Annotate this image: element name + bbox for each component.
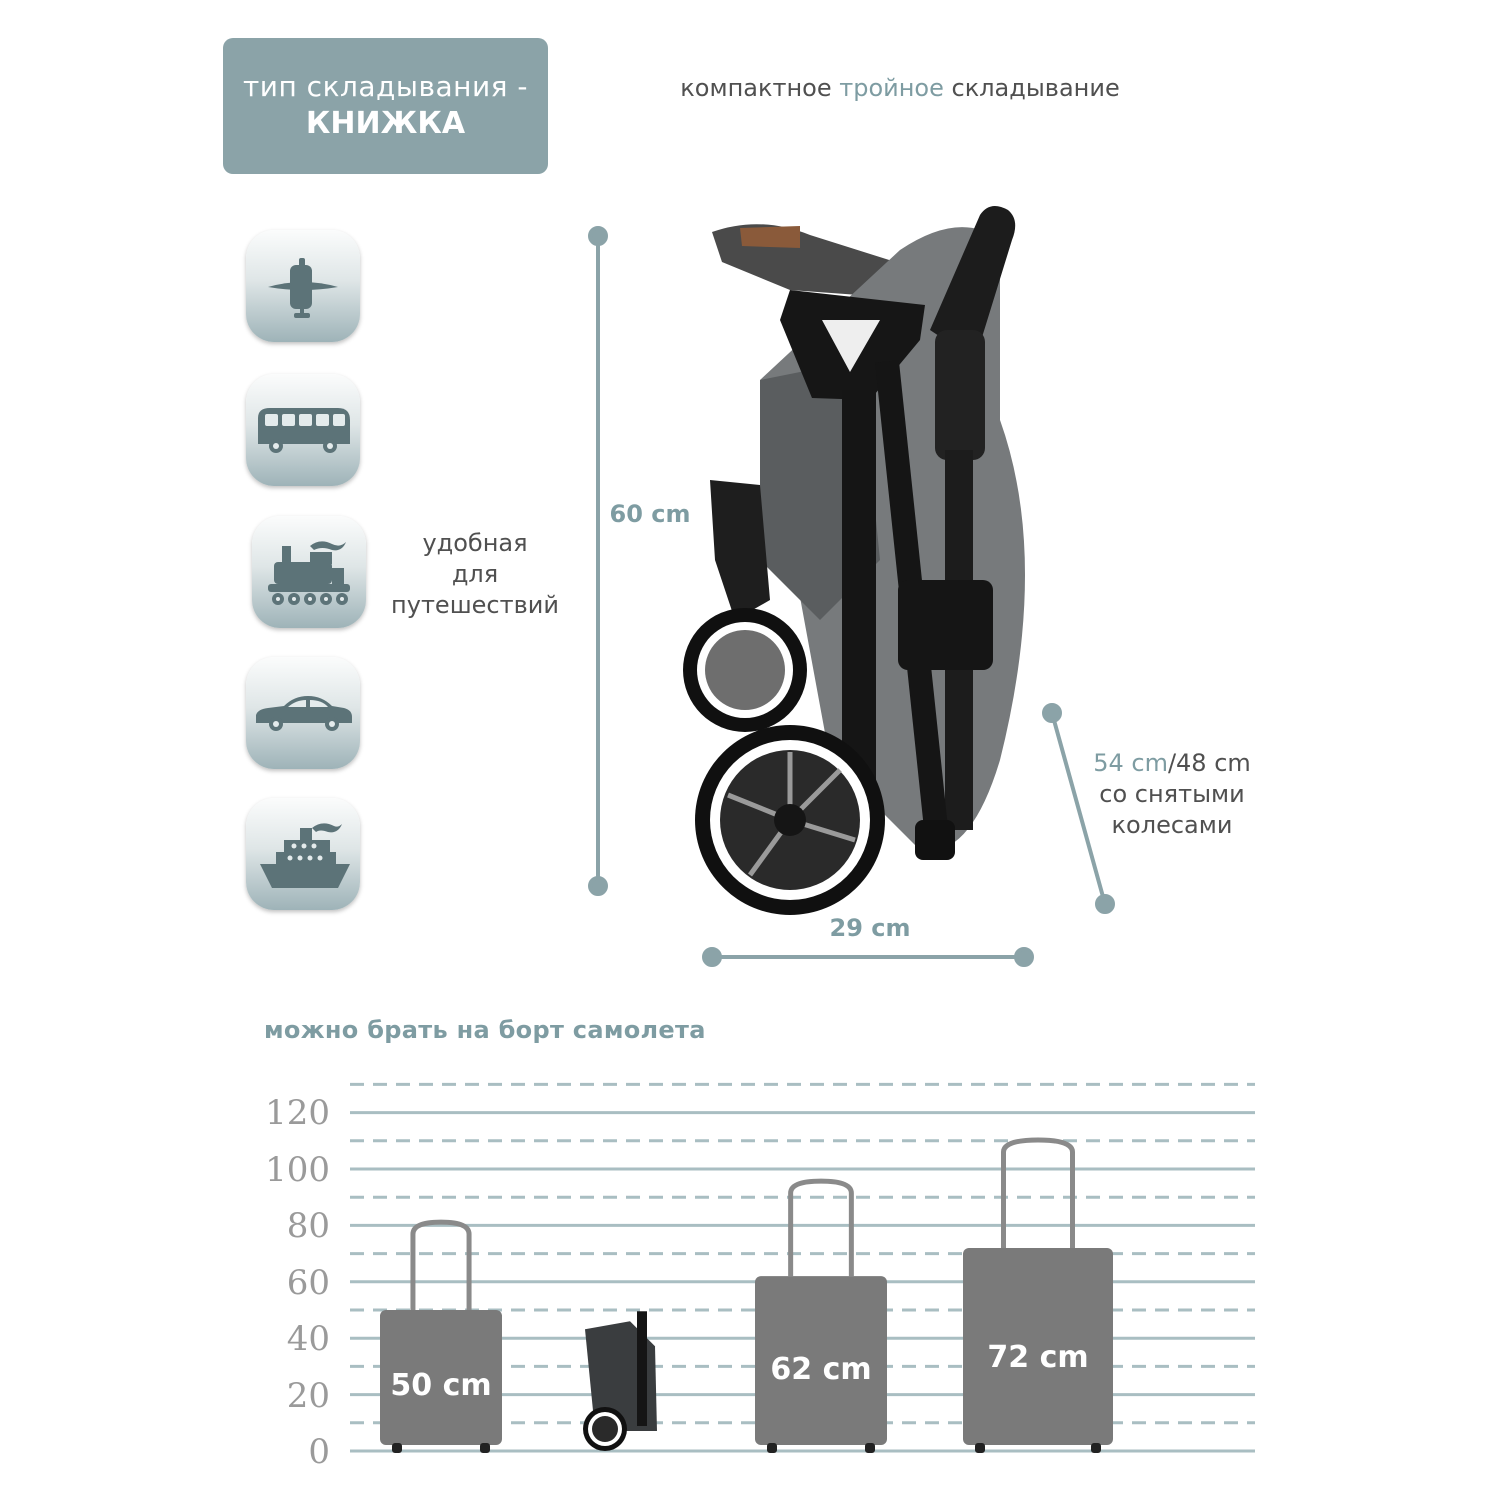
y-tick-80: 80 [286, 1206, 330, 1246]
case-body [755, 1276, 887, 1445]
height-dimension-line [588, 226, 608, 896]
y-tick-60: 60 [286, 1263, 330, 1303]
mini-stroller-mark [583, 1311, 657, 1451]
width-label: 29 cm [829, 914, 911, 942]
travel-text-line3: путешествий [391, 591, 559, 619]
y-tick-40: 40 [286, 1319, 330, 1359]
fold-type-line2: КНИЖКА [305, 106, 466, 141]
tagline-before: компактное [680, 74, 832, 102]
case-wheel [865, 1443, 875, 1453]
tagline-after: складывание [951, 74, 1120, 102]
depth-alt: /48 cm [1167, 749, 1251, 777]
fold-type-badge: тип складывания - КНИЖКА [223, 38, 548, 174]
fold-type-line1: тип складывания - [242, 70, 529, 103]
depth-note-line1: со снятыми [1099, 780, 1245, 808]
case-label-72: 72 cm [987, 1339, 1089, 1375]
case-wheel [392, 1443, 402, 1453]
case-body [380, 1310, 502, 1445]
case-handle [1001, 1137, 1075, 1248]
case-wheel [767, 1443, 777, 1453]
case-handle [410, 1219, 472, 1310]
depth-note-line2: колесами [1111, 811, 1233, 839]
case-body [963, 1247, 1113, 1445]
y-tick-0: 0 [308, 1432, 330, 1472]
tagline-accent: тройное [839, 74, 944, 102]
travel-text: удобная для путешествий [380, 528, 570, 621]
height-label: 60 cm [609, 500, 691, 528]
case-label-50: 50 cm [390, 1367, 492, 1403]
case-wheel [1091, 1443, 1101, 1453]
depth-label: 54 cm/48 cm со снятыми колесами [1082, 748, 1262, 841]
travel-text-line1: удобная [422, 529, 528, 557]
y-tick-120: 120 [265, 1093, 330, 1133]
case-wheel [480, 1443, 490, 1453]
folded-stroller-image [683, 206, 1025, 915]
board-title: можно брать на борт самолета [264, 1016, 706, 1044]
stroller-dimension-figure [588, 206, 1115, 967]
travel-text-line2: для [451, 560, 499, 588]
case-label-62: 62 cm [770, 1352, 872, 1388]
depth-dimension-line [1042, 703, 1115, 914]
tagline: компактное тройное складывание [560, 74, 1240, 102]
car-icon [246, 657, 360, 769]
ship-icon [246, 798, 360, 910]
y-tick-100: 100 [265, 1150, 330, 1190]
airplane-icon [246, 230, 360, 342]
y-tick-20: 20 [286, 1376, 330, 1416]
depth-main: 54 cm [1093, 749, 1168, 777]
depth-label-line1: 54 cm/48 cm [1082, 748, 1262, 779]
train-icon [252, 516, 366, 628]
width-dimension-line [702, 947, 1034, 967]
case-handle [788, 1178, 854, 1277]
bus-icon [246, 374, 360, 486]
case-wheel [975, 1443, 985, 1453]
